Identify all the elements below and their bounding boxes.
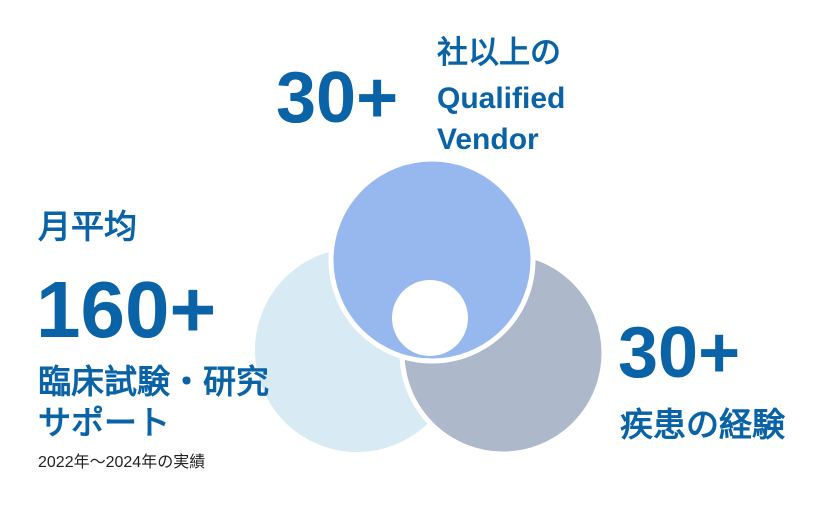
vendors-line1: 社以上の xyxy=(437,35,561,70)
trials-label: 月平均 xyxy=(38,208,137,245)
trials-line2: サポート xyxy=(38,404,170,441)
diseases-number: 30+ xyxy=(618,313,741,393)
diseases-label: 疾患の経験 xyxy=(620,406,785,443)
vendors-line3: Vendor xyxy=(437,123,539,156)
trials-note: 2022年～2024年の実績 xyxy=(38,454,206,471)
center-gap xyxy=(392,280,468,356)
trials-line1: 臨床試験・研究 xyxy=(38,363,269,400)
circle-top xyxy=(328,156,536,364)
vendors-line2: Qualified xyxy=(437,82,566,115)
trials-number: 160+ xyxy=(36,265,217,354)
vendors-number: 30+ xyxy=(276,58,399,138)
